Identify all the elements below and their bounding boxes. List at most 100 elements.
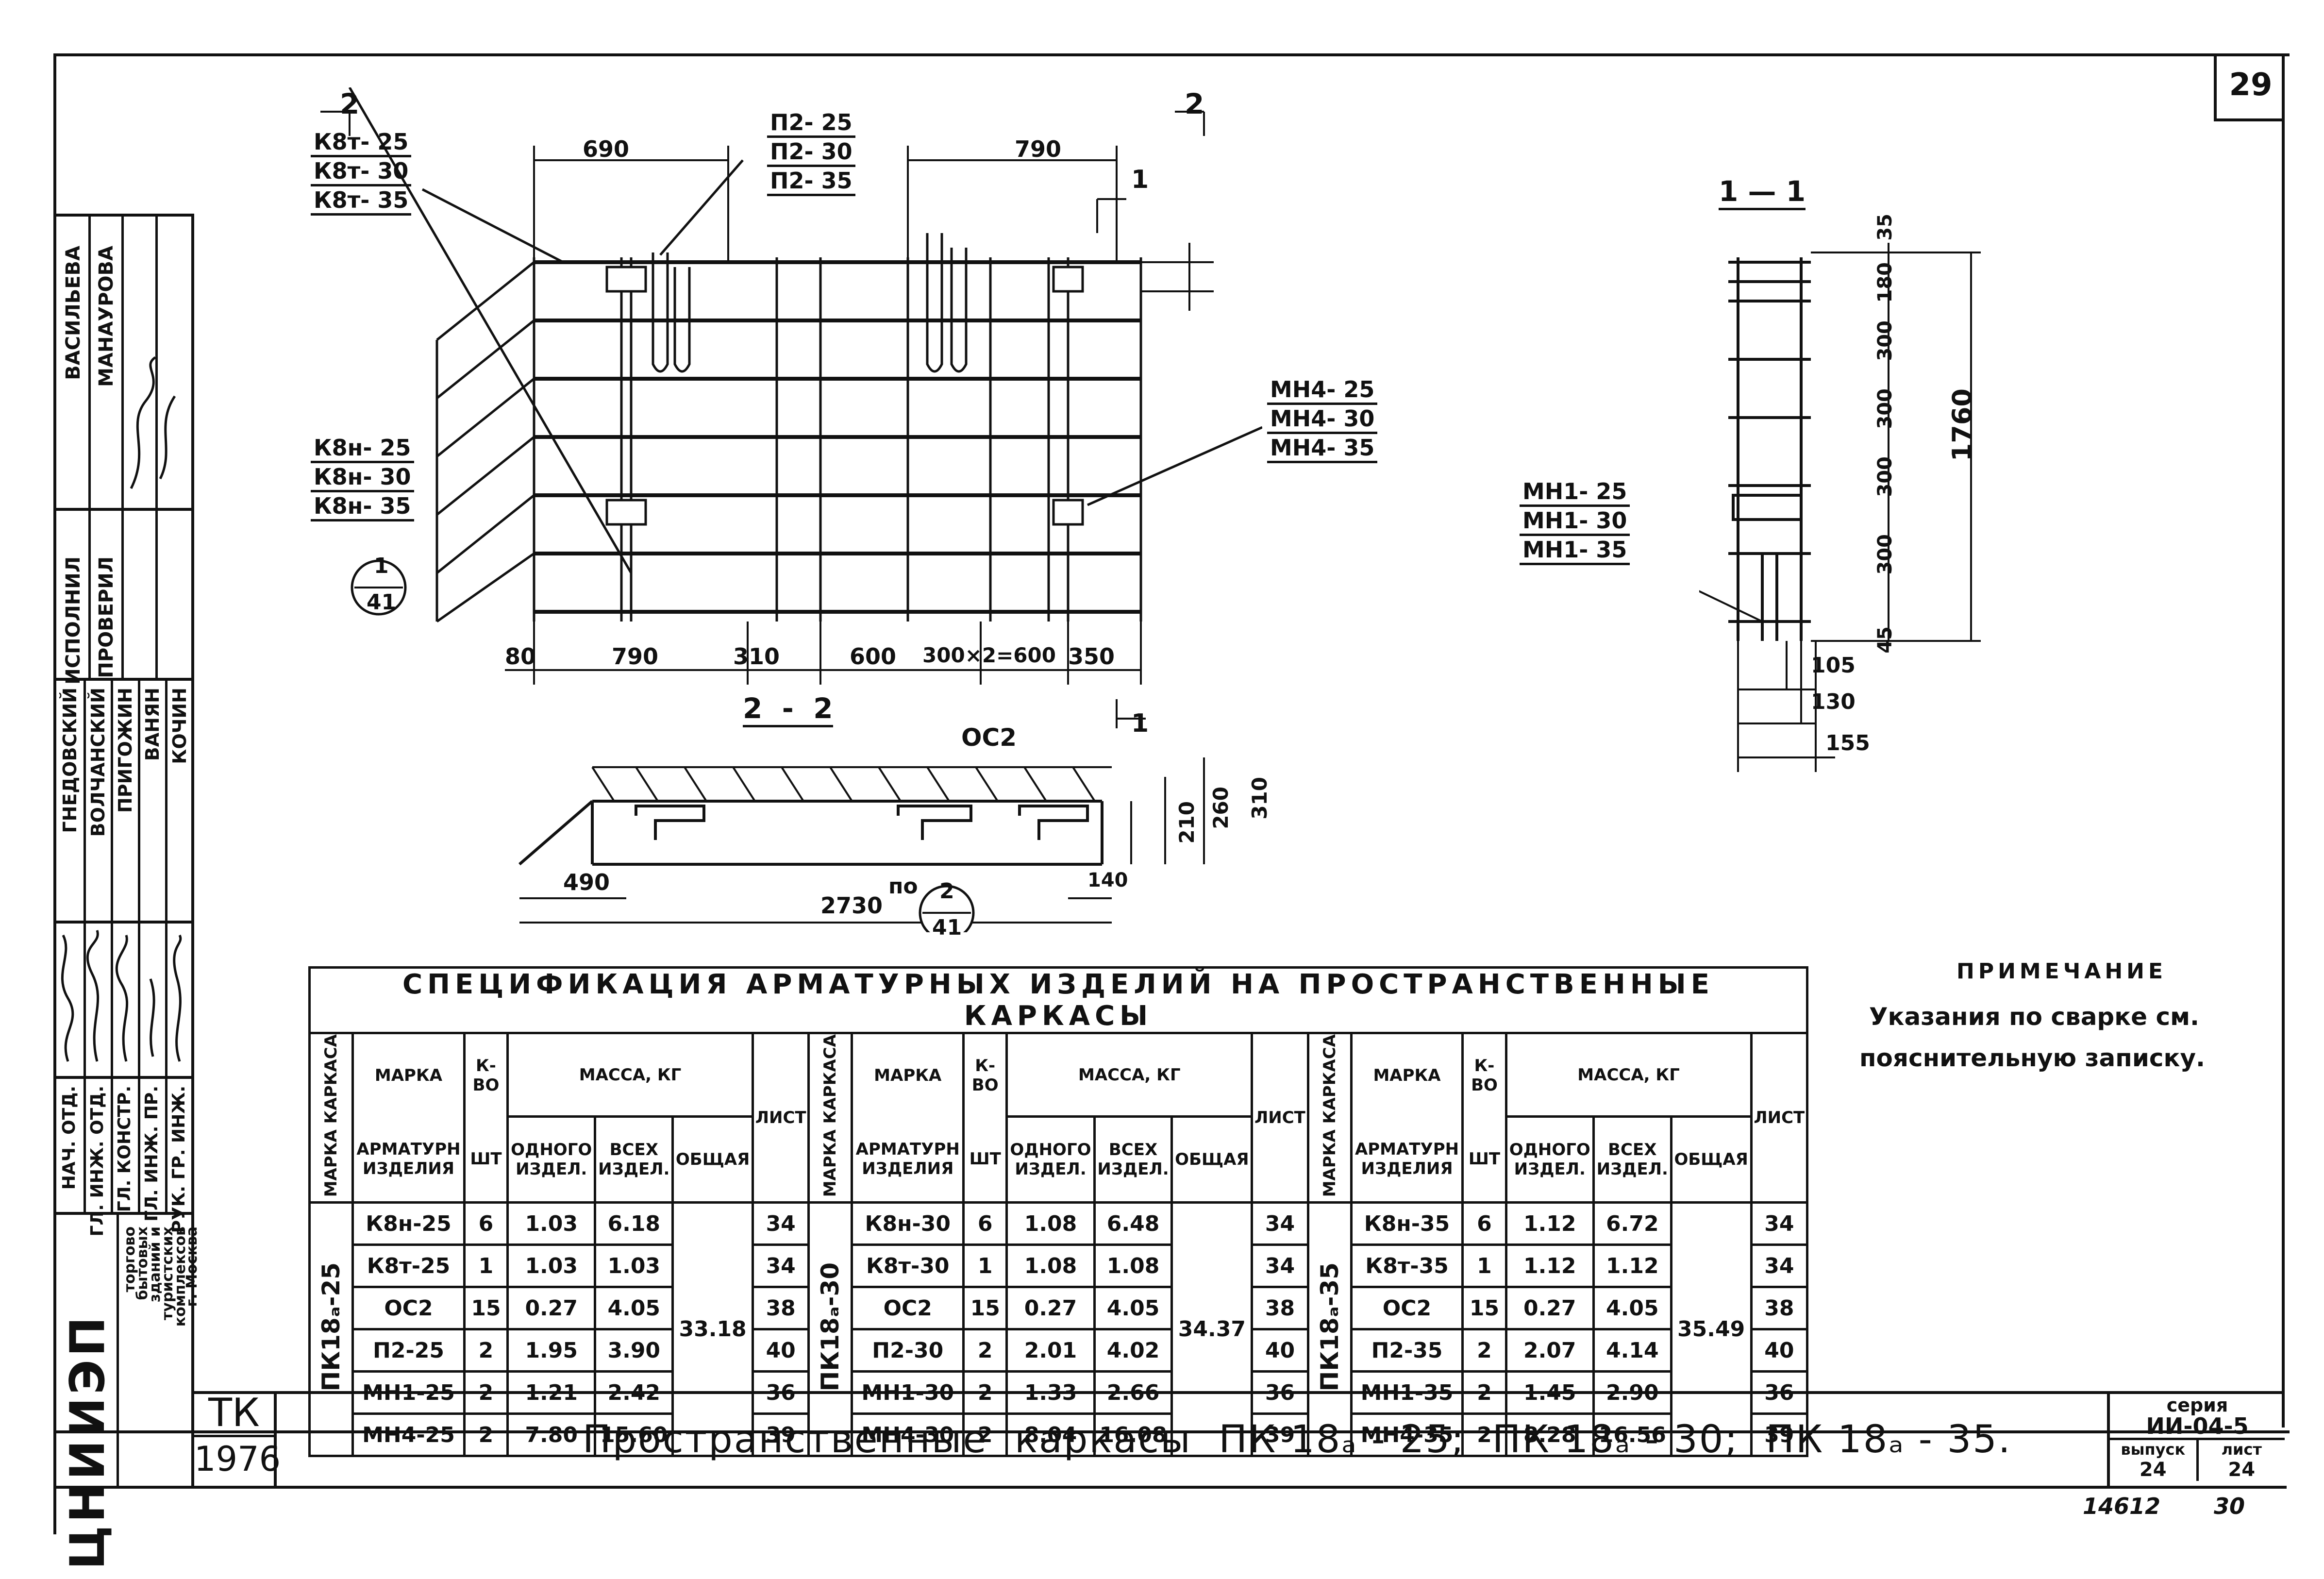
h-mass-3: МАССА, КГ <box>1505 1031 1753 1118</box>
cell-mark: П2-35 <box>1350 1328 1464 1373</box>
elevation-drawing <box>320 87 1262 728</box>
cell-qty: 15 <box>463 1286 509 1331</box>
dim-1-1-105: 105 <box>1811 653 1856 678</box>
dim-1-1-1760: 1760 <box>1947 388 1977 462</box>
mn4-label-3: МН4- 35 <box>1267 435 1378 463</box>
cell-one: 2.01 <box>1005 1328 1096 1373</box>
section-1-bottom-mark: 1 <box>1131 709 1149 738</box>
callout-2-top: 2 <box>939 879 954 904</box>
k8t-label-3: К8т- 35 <box>311 187 412 216</box>
cell-mark: МН4-35 <box>1350 1412 1464 1458</box>
h-total-3: ОБЩАЯ <box>1670 1115 1753 1204</box>
cell-all: 2.90 <box>1592 1370 1672 1415</box>
executor-label: ИСПОЛНИЛ <box>62 556 84 685</box>
cell-one: 8.28 <box>1505 1412 1595 1458</box>
cell-sheet: 34 <box>1750 1243 1809 1289</box>
h-mark-3: МАРКА <box>1350 1031 1464 1117</box>
h-qty2-1: ШТ <box>463 1116 509 1204</box>
cell-mark: К8т-35 <box>1350 1243 1464 1289</box>
cell-all: 6.48 <box>1093 1201 1173 1246</box>
dim-1-1-155: 155 <box>1825 731 1870 756</box>
checker-label: ПРОВЕРИЛ <box>95 556 117 678</box>
cell-all: 16.08 <box>1093 1412 1173 1458</box>
dim-bottom-310: 310 <box>733 643 780 670</box>
note-line-2: пояснительную записку. <box>1859 1044 2206 1072</box>
h-total-2: ОБЩАЯ <box>1170 1115 1254 1204</box>
dim-1-1-300c: 300 <box>1874 456 1896 497</box>
dim-1-1-180: 180 <box>1874 262 1896 303</box>
series-box: серия ИИ-04-5 выпуск 24 лист 24 <box>2107 1391 2285 1486</box>
h-mark3-1: ИЗДЕЛИЯ <box>363 1159 454 1178</box>
section-2-2-drawing <box>518 757 1205 932</box>
cell-total: 33.18 <box>671 1201 754 1458</box>
cell-one: 1.12 <box>1505 1243 1595 1289</box>
dim-v-310: 310 <box>1248 777 1271 820</box>
cell-sheet: 38 <box>1251 1286 1309 1331</box>
cell-mark: МН1-35 <box>1350 1370 1464 1415</box>
cell-qty: 1 <box>463 1243 509 1289</box>
h-qty-2: К-ВО <box>962 1031 1008 1117</box>
cell-one: 1.45 <box>1505 1370 1595 1415</box>
cell-sheet: 40 <box>1750 1328 1809 1373</box>
k8t-label-2: К8т- 30 <box>311 158 412 186</box>
mn1-label-1: МН1- 25 <box>1520 478 1630 507</box>
series-value: ИИ-04-5 <box>2110 1414 2285 1440</box>
section-mark-left: 2 <box>340 87 360 120</box>
stamp-right: 30 <box>2214 1493 2245 1519</box>
cell-mark: ОС2 <box>851 1286 965 1331</box>
cell-sheet: 34 <box>752 1243 810 1289</box>
cell-mark: ОС2 <box>1350 1286 1464 1331</box>
h-total-1: ОБЩАЯ <box>671 1115 754 1204</box>
callout-1-bottom: 41 <box>367 590 397 615</box>
note-title: ПРИМЕЧАНИЕ <box>1956 959 2167 984</box>
cell-sheet: 39 <box>1251 1412 1309 1458</box>
issue-label: выпуск <box>2121 1440 2186 1459</box>
cell-all: 16.56 <box>1592 1412 1672 1458</box>
mn4-label-2: МН4- 30 <box>1267 405 1378 434</box>
cell-one: 7.80 <box>506 1412 597 1458</box>
cell-one: 1.08 <box>1005 1201 1096 1246</box>
cell-mark: МН1-25 <box>351 1370 466 1415</box>
section-1-1-drawing <box>1699 243 1981 772</box>
cell-mark: П2-30 <box>851 1328 965 1373</box>
h-mark2-2: АРМАТУРН <box>855 1140 960 1159</box>
cell-one: 0.27 <box>506 1286 597 1331</box>
mn4-label-1: МН4- 25 <box>1267 376 1378 405</box>
section-2-2-title: 2 - 2 <box>743 692 833 727</box>
dim-bottom-300x2: 300×2=600 <box>922 643 1056 667</box>
dim-1-1-35: 35 <box>1874 214 1896 241</box>
dim-v-260: 260 <box>1209 787 1233 829</box>
cell-mark: К8н-30 <box>851 1201 965 1246</box>
sheet-number-box: 29 <box>2214 53 2285 121</box>
cell-sheet: 34 <box>1251 1201 1309 1246</box>
cell-qty: 2 <box>962 1328 1008 1373</box>
h-qty-3: К-ВО <box>1461 1031 1507 1117</box>
cell-sheet: 36 <box>1251 1370 1309 1415</box>
tk-box: ТК 1976 <box>194 1391 281 1486</box>
cell-one: 1.12 <box>1505 1201 1595 1246</box>
frame-left-outer <box>53 53 56 1534</box>
cell-sheet: 39 <box>1750 1412 1809 1458</box>
dim-490: 490 <box>563 869 610 895</box>
cell-sheet: 40 <box>752 1328 810 1373</box>
callout-2-prefix: по <box>888 874 918 899</box>
section-1-mark: 1 <box>1131 165 1149 194</box>
cell-qty: 1 <box>1461 1243 1507 1289</box>
cell-all: 2.42 <box>594 1370 674 1415</box>
spec-title: СПЕЦИФИКАЦИЯ АРМАТУРНЫХ ИЗДЕЛИЙ НА ПРОСТ… <box>308 966 1808 1034</box>
cell-qty: 1 <box>962 1243 1008 1289</box>
h-mark-2: МАРКА <box>851 1031 965 1117</box>
cell-sheet: 34 <box>1251 1243 1309 1289</box>
sheetno-label: лист <box>2221 1440 2262 1459</box>
cell-total: 34.37 <box>1170 1201 1254 1458</box>
h-sheet-2: ЛИСТ <box>1251 1031 1309 1204</box>
h-all-2: ВСЕХ ИЗДЕЛ. <box>1093 1115 1173 1204</box>
cell-one: 1.08 <box>1005 1243 1096 1289</box>
cell-mark: П2-25 <box>351 1328 466 1373</box>
section-1-1-title: 1 — 1 <box>1719 175 1806 210</box>
mn1-label-3: МН1- 35 <box>1520 537 1630 565</box>
cell-all: 4.05 <box>1093 1286 1173 1331</box>
cell-all: 15.60 <box>594 1412 674 1458</box>
cell-qty: 15 <box>1461 1286 1507 1331</box>
h-mass-2: МАССА, КГ <box>1005 1031 1254 1118</box>
